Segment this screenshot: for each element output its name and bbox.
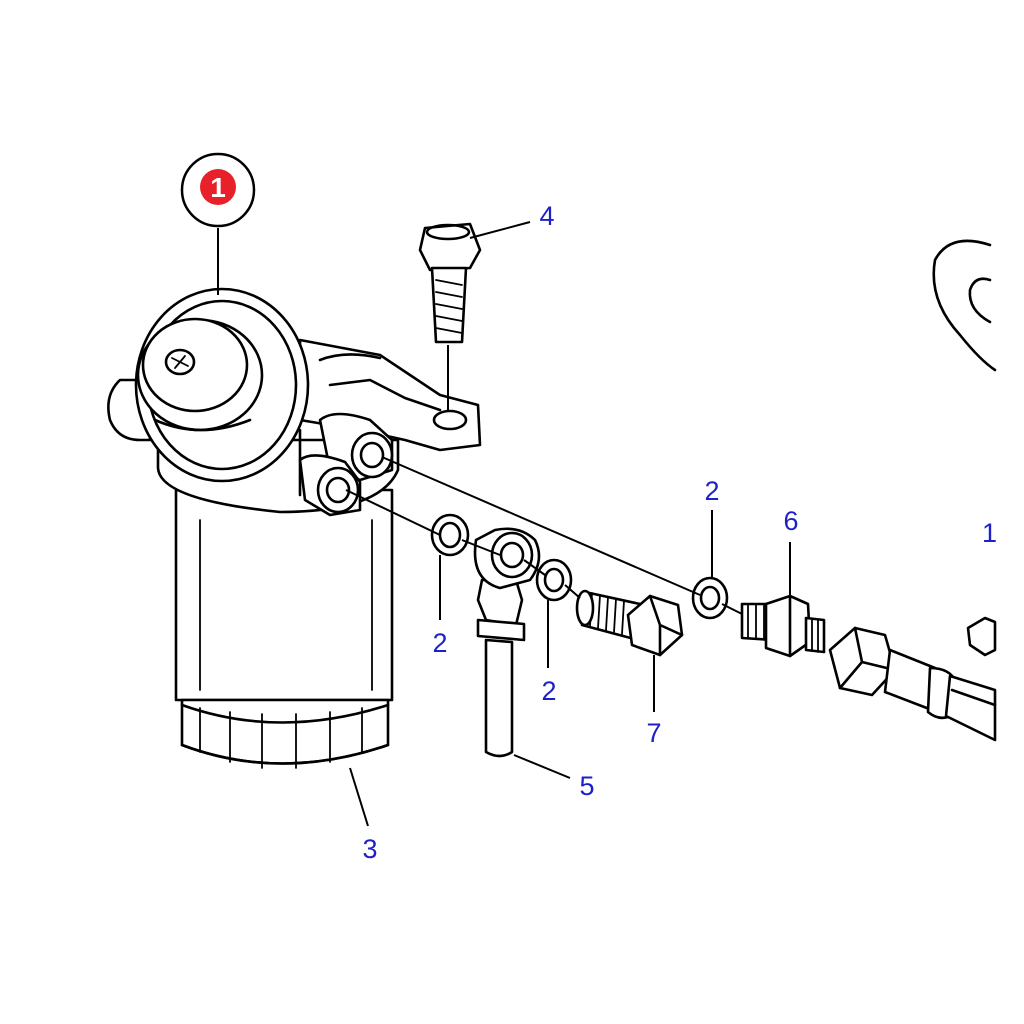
partial-component-right-edge <box>932 239 997 657</box>
sealing-washer-a <box>430 513 470 557</box>
label-banjo-bolt: 7 <box>646 718 661 748</box>
label-filter: 3 <box>362 834 377 864</box>
flange-bolt <box>418 222 482 410</box>
sealing-washer-c <box>691 576 729 620</box>
assembly-guide-lines <box>345 456 743 615</box>
label-washer-c: 2 <box>704 476 719 506</box>
label-bolt: 4 <box>539 201 554 231</box>
label-pipe: 5 <box>579 771 594 801</box>
callout-number: 1 <box>210 172 226 203</box>
banjo-pipe <box>473 527 541 758</box>
callout-badge-dot <box>200 169 236 205</box>
label-fitting: 6 <box>783 506 798 536</box>
leader-lines <box>217 221 791 827</box>
label-washer-b: 2 <box>541 676 556 706</box>
fuel-line <box>828 626 997 742</box>
label-edge: 1 <box>982 518 997 548</box>
fuel-filter-canister <box>174 488 394 769</box>
filter-head-assembly <box>107 287 482 517</box>
union-fitting <box>740 594 826 658</box>
callout-badge: 1 <box>180 152 256 228</box>
label-washer-a: 2 <box>432 628 447 658</box>
banjo-bolt <box>575 589 684 657</box>
sealing-washer-b <box>535 558 573 602</box>
